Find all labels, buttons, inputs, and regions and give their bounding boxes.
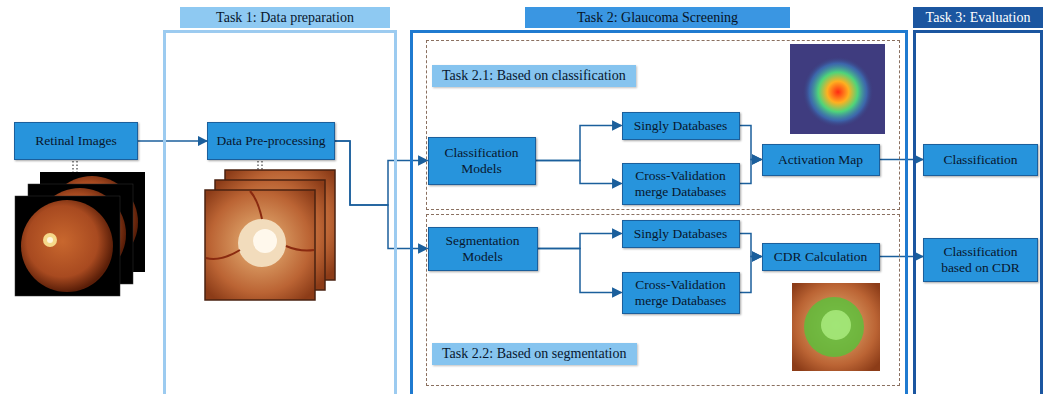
region-label: Task 2.1: Based on classification (432, 65, 636, 87)
box-label: Retinal Images (35, 133, 116, 149)
panel-header: Task 2: Glaucoma Screening (525, 7, 790, 28)
box-label: Classification (943, 152, 1017, 168)
flow-arrow (335, 141, 428, 249)
process-box: Cross-Validation merge Databases (622, 272, 740, 314)
task-panel: Task 1: Data preparationData Pre-process… (163, 30, 397, 394)
retina-photo-stack (15, 161, 145, 296)
box-label: Singly Databases (634, 118, 727, 134)
process-box: Cross-Validation merge Databases (622, 163, 740, 205)
flow-arrow (740, 234, 762, 257)
activation-heatmap (790, 44, 885, 134)
process-box: CDR Calculation (762, 243, 880, 271)
panel-header: Task 1: Data preparation (180, 7, 390, 28)
process-box: Singly Databases (622, 112, 740, 140)
flow-arrow (740, 126, 762, 160)
process-box: Retinal Images (14, 122, 138, 160)
task-panel: Task 2: Glaucoma ScreeningTask 2.1: Base… (410, 30, 908, 394)
box-label: Data Pre-processing (216, 133, 325, 149)
box-label: Segmentation Models (433, 233, 533, 264)
segmentation-overlay (821, 310, 851, 340)
process-box: Classification Models (428, 137, 536, 185)
flow-arrow (536, 126, 622, 161)
retina-photo-stack (15, 196, 120, 296)
box-label: Classification Models (433, 145, 531, 176)
segmentation-overlay (804, 297, 864, 357)
cropped-disc-stack (261, 161, 263, 170)
flow-arrow (536, 161, 622, 184)
process-box: Data Pre-processing (207, 122, 335, 160)
box-label: CDR Calculation (774, 249, 867, 265)
flow-arrow (740, 160, 762, 184)
cropped-disc-stack (257, 161, 259, 170)
activation-heatmap (802, 56, 874, 128)
process-box: Activation Map (762, 144, 880, 176)
box-label: Cross-Validation merge Databases (627, 168, 735, 199)
flow-arrow (538, 234, 622, 249)
flow-arrow (880, 159, 924, 161)
cropped-disc-stack (206, 191, 314, 259)
box-label: Singly Databases (634, 226, 727, 242)
cropped-disc-stack (238, 219, 286, 267)
flow-arrow (740, 257, 762, 293)
cropped-disc-stack (253, 229, 277, 253)
flow-arrow (138, 140, 207, 142)
process-box: Classification (923, 144, 1038, 176)
activation-heatmap (790, 44, 885, 134)
cropped-disc-stack (205, 190, 315, 300)
cropped-disc-stack (205, 161, 335, 300)
activation-heatmap (790, 44, 885, 134)
flow-arrow (880, 256, 924, 258)
task-panel: Task 3: EvaluationClassificationClassifi… (913, 30, 1043, 394)
task-region: Task 2.2: Based on segmentation Segmentat… (426, 214, 900, 386)
segmentation-overlay (792, 283, 880, 371)
panel-header: Task 3: Evaluation (913, 7, 1043, 28)
retina-photo-stack (21, 200, 113, 292)
process-box: Singly Databases (622, 220, 740, 248)
process-box: Classification based on CDR (923, 238, 1038, 282)
retina-photo-stack (76, 161, 78, 172)
segmentation-overlay (792, 283, 880, 371)
task-region: Task 2.1: Based on classificationClassif… (426, 40, 900, 210)
retina-photo-stack (72, 161, 74, 172)
box-label: Activation Map (778, 152, 863, 168)
retina-photo-stack (47, 237, 53, 243)
flow-arrow (335, 141, 428, 205)
flow-arrow (538, 249, 622, 293)
retina-photo-stack (43, 233, 57, 247)
process-box: Segmentation Models (428, 227, 538, 271)
box-label: Classification based on CDR (928, 244, 1033, 275)
box-label: Cross-Validation merge Databases (627, 277, 735, 308)
region-label: Task 2.2: Based on segmentation (432, 343, 637, 365)
